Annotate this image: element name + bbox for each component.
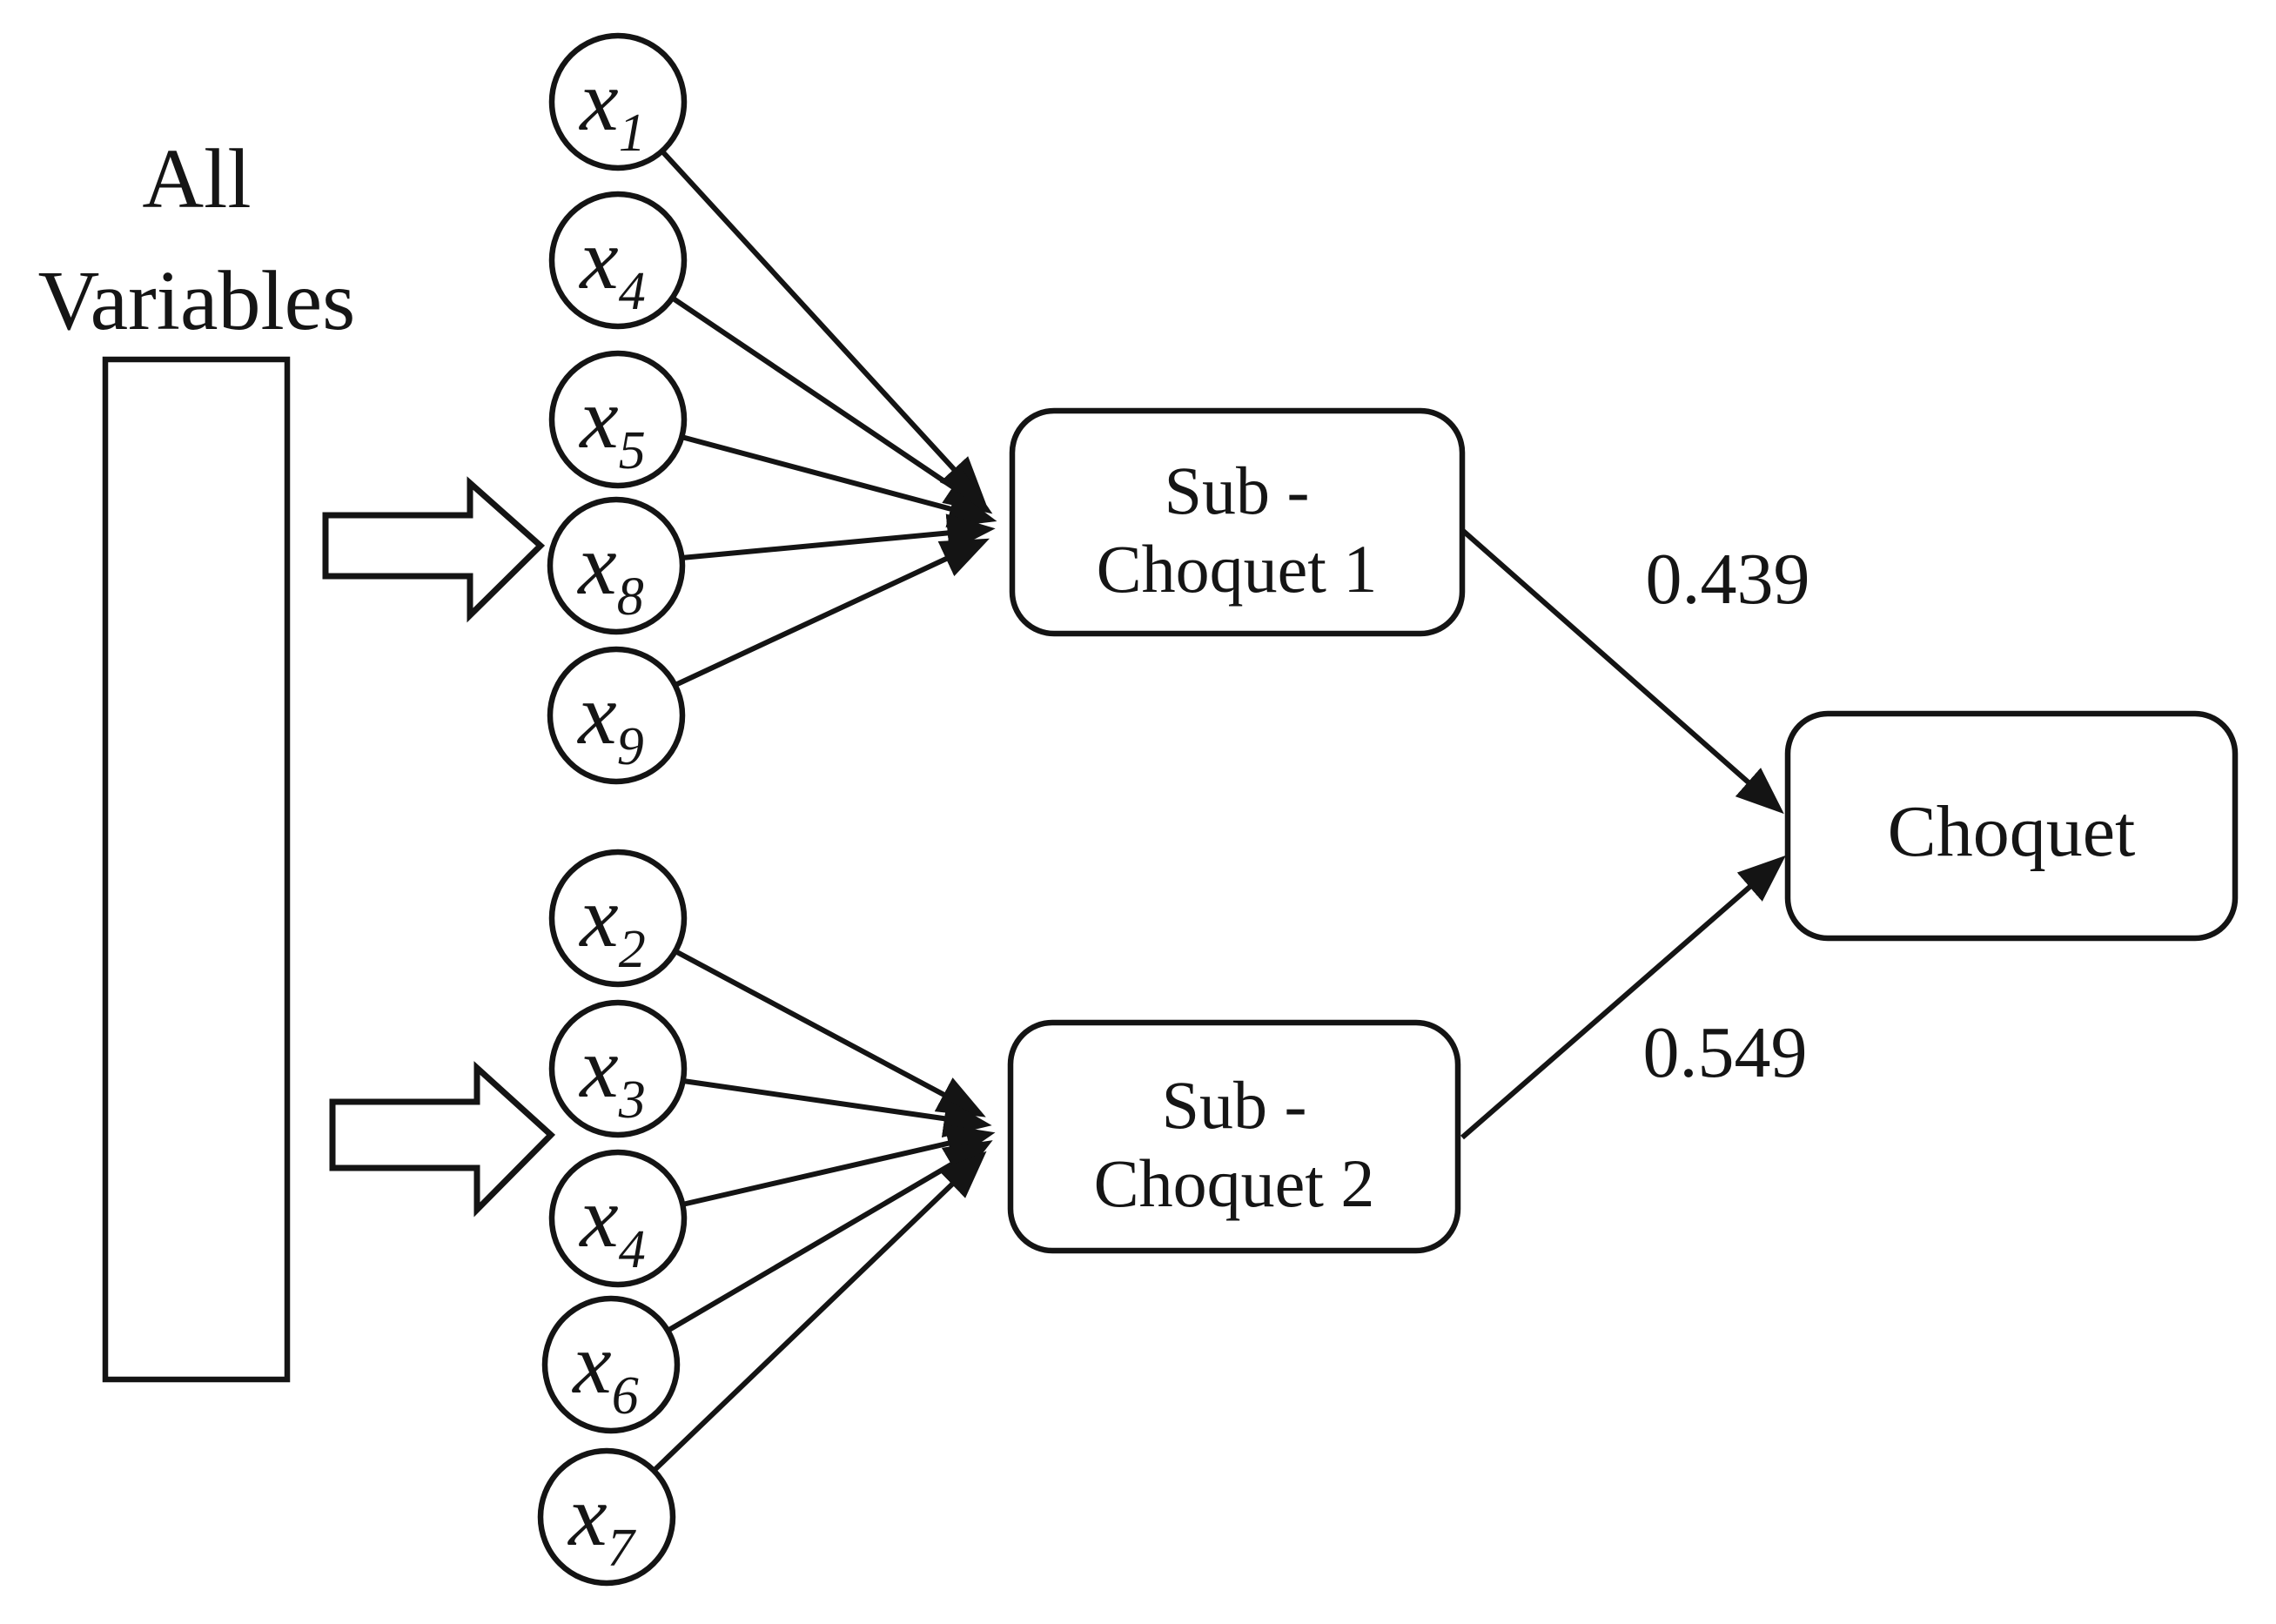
variable-subscript-x4b: 4	[619, 1220, 646, 1279]
svg-text:x7: x7	[567, 1467, 636, 1578]
edges-group2	[651, 949, 996, 1473]
edge-x2-subchoquet2	[674, 949, 986, 1117]
variable-subscript-x8: 8	[617, 567, 644, 627]
edge-x1-subchoquet1	[660, 149, 987, 505]
variable-label-x5: x	[578, 370, 618, 466]
subchoquet2-box	[1007, 1019, 1461, 1254]
edge-subchoquet2-choquet	[1460, 855, 1786, 1140]
edge-x9-subchoquet1	[674, 538, 990, 688]
variable-node-x9	[547, 646, 686, 785]
variable-node-x2	[548, 849, 688, 988]
edge-x4-subchoquet2	[681, 1124, 996, 1207]
variable-label-x7: x	[567, 1467, 607, 1564]
variable-label-x4b: x	[578, 1169, 618, 1265]
choquet-label: Choquet	[1888, 791, 2136, 872]
edge-x8-subchoquet1	[681, 513, 996, 560]
variable-node-x4b	[548, 1149, 688, 1288]
variable-subscript-x7: 7	[608, 1519, 637, 1578]
all-variables-title-line1: All	[142, 132, 251, 226]
svg-text:x6: x6	[571, 1315, 638, 1426]
subchoquet1-label-line1: Sub -	[1165, 453, 1310, 528]
variable-nodes-group1: x1 x4 x5 x8 x9	[547, 32, 688, 785]
variable-label-x3: x	[578, 1019, 618, 1116]
variable-node-x7	[537, 1447, 676, 1587]
variable-subscript-x1: 1	[619, 104, 646, 163]
svg-text:x9: x9	[576, 666, 643, 776]
variable-label-x9: x	[576, 666, 616, 762]
variable-node-x5	[548, 350, 688, 489]
svg-text:x3: x3	[578, 1019, 645, 1130]
subchoquet1-box	[1009, 407, 1466, 637]
variable-subscript-x6: 6	[612, 1366, 639, 1426]
edge-subchoquet1-choquet	[1454, 521, 1784, 815]
edge-x6-subchoquet2	[666, 1140, 993, 1333]
variable-label-x6: x	[571, 1315, 611, 1412]
variable-node-x3	[548, 999, 688, 1138]
subchoquet2-label-line2: Choquet 2	[1094, 1145, 1375, 1221]
variable-label-x1: x	[578, 52, 618, 149]
edge-x7-subchoquet2	[651, 1151, 987, 1473]
svg-text:x8: x8	[576, 516, 643, 627]
split-arrow-icon-group1	[322, 476, 546, 623]
svg-text:x4: x4	[578, 1169, 645, 1279]
choquet-box	[1784, 710, 2239, 942]
variable-subscript-x4: 4	[619, 262, 646, 321]
variable-node-x1	[548, 32, 688, 171]
weight-label-subchoquet1: 0.439	[1646, 539, 1810, 620]
subchoquet1-label-line2: Choquet 1	[1097, 531, 1378, 607]
svg-text:x1: x1	[578, 52, 645, 163]
variable-label-x4: x	[578, 211, 618, 307]
variable-subscript-x5: 5	[619, 421, 646, 480]
variable-nodes-group2: x2 x3 x4 x6 x7	[537, 849, 688, 1587]
all-variables-box	[102, 356, 291, 1383]
edge-x3-subchoquet2	[682, 1078, 992, 1138]
variable-label-x8: x	[576, 516, 616, 613]
variable-node-x4	[548, 191, 688, 330]
variable-subscript-x2: 2	[619, 920, 646, 979]
variable-label-x2: x	[578, 869, 618, 965]
svg-text:x4: x4	[578, 211, 645, 321]
variable-node-x8	[547, 496, 686, 635]
variable-node-x6	[541, 1295, 681, 1434]
split-arrow-icon-group2	[329, 1061, 556, 1218]
edge-x4-subchoquet1	[670, 295, 993, 514]
variable-subscript-x9: 9	[617, 717, 644, 776]
weight-label-subchoquet2: 0.549	[1643, 1012, 1808, 1093]
svg-text:x2: x2	[578, 869, 645, 979]
edges-group1	[660, 149, 997, 688]
subchoquet2-label-line1: Sub -	[1162, 1067, 1307, 1143]
edge-x5-subchoquet1	[681, 434, 997, 528]
all-variables-title-line2: Variables	[38, 254, 356, 348]
variable-subscript-x3: 3	[618, 1070, 646, 1130]
svg-text:x5: x5	[578, 370, 645, 480]
